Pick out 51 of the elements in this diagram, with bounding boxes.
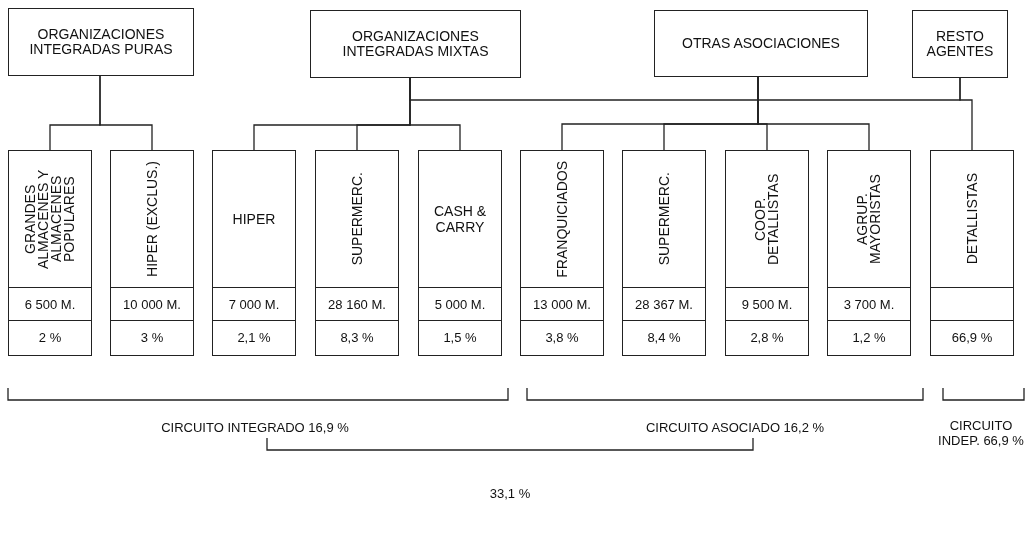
channel-column [315,150,399,356]
channel-name: FRANQUICIADOS [555,160,569,278]
market-share: 3,8 % [545,330,579,345]
sales-amount: 6 500 M. [24,296,76,312]
market-share: 8,3 % [340,330,374,345]
sales-amount: 13 000 M. [533,296,591,312]
channel-column [622,150,706,356]
channel-name: SUPERMERC. [350,172,364,266]
channel-name: AGRUP. MAYORISTAS [856,173,882,266]
channel-name: SUPERMERC. [657,172,671,266]
category-box: ORGANIZACIONES INTEGRADAS MIXTAS [310,10,521,78]
market-share: 3 % [140,330,164,345]
channel-name: COOP. DETALLISTAS [754,172,780,267]
connector-line [959,77,973,151]
market-share: 1,2 % [852,330,886,345]
channel-column [827,150,911,356]
circuit-label: CIRCUITO INTEGRADO 16,9 % [160,420,350,435]
channel-column [212,150,296,356]
channel-name: HIPER [232,211,276,227]
channel-name: CASH & CARRY [432,203,488,235]
sales-amount: 3 700 M. [843,296,895,312]
channel-column [930,150,1014,356]
market-share: 8,4 % [647,330,681,345]
connector-line [99,75,153,151]
sales-amount: 28 160 M. [328,296,386,312]
channel-column [520,150,604,356]
connector-line [409,77,961,101]
circuit-label: CIRCUITO INDEP. 66,9 % [937,418,1025,448]
category-box: OTRAS ASOCIACIONES [654,10,868,77]
circuit-label: 33,1 % [488,486,532,501]
channel-column [8,150,92,356]
sales-amount: 7 000 M. [228,296,280,312]
channel-column [110,150,194,356]
market-share: 66,9 % [951,330,993,345]
channel-column [725,150,809,356]
market-share: 2,1 % [237,330,271,345]
channel-name: HIPER (EXCLUS.) [145,161,159,277]
circuit-label: CIRCUITO ASOCIADO 16,2 % [644,420,826,435]
channel-name: DETALLISTAS [965,173,979,265]
market-share: 2 % [38,330,62,345]
channel-name: GRANDES ALMACENES Y ALMACENES POPULARES [24,168,76,271]
connector-line [757,76,870,151]
channel-column [418,150,502,356]
market-share: 2,8 % [750,330,784,345]
market-share: 1,5 % [443,330,477,345]
sales-amount: 9 500 M. [741,296,793,312]
sales-amount: 5 000 M. [434,296,486,312]
category-box: RESTO AGENTES [912,10,1008,78]
category-box: ORGANIZACIONES INTEGRADAS PURAS [8,8,194,76]
sales-amount: 10 000 M. [123,296,181,312]
sales-amount: 28 367 M. [635,296,693,312]
